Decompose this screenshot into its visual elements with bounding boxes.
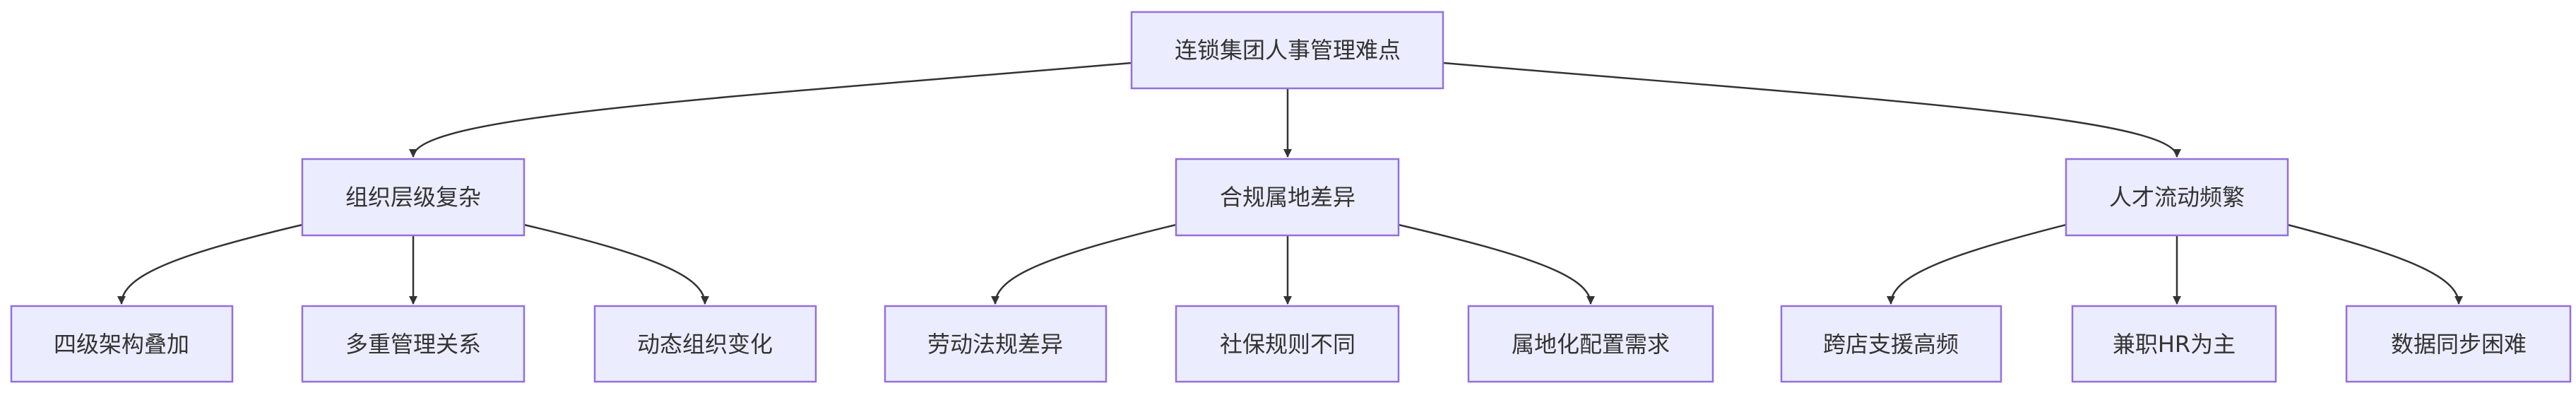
node-talent-leaf-1[interactable]: 跨店支援高频	[1780, 305, 2002, 383]
edge-root-to-org-complexity	[409, 61, 1132, 158]
node-talent-leaf-1-label: 跨店支援高频	[1823, 331, 1959, 358]
edge-root-to-talent-mobility	[1442, 61, 2181, 158]
node-talent-mobility[interactable]: 人才流动频繁	[2065, 158, 2289, 237]
node-org-leaf-3[interactable]: 动态组织变化	[593, 305, 817, 383]
edge-org-to-leaf-1	[117, 223, 303, 305]
node-compliance-leaf-3-label: 属地化配置需求	[1512, 331, 1670, 358]
node-talent-leaf-2[interactable]: 兼职HR为主	[2071, 305, 2277, 383]
node-root[interactable]: 连锁集团人事管理难点	[1130, 11, 1444, 90]
node-compliance[interactable]: 合规属地差异	[1175, 158, 1400, 237]
node-talent-mobility-label: 人才流动频繁	[2109, 184, 2245, 211]
node-compliance-leaf-1-label: 劳动法规差异	[927, 331, 1063, 358]
node-org-leaf-1[interactable]: 四级架构叠加	[10, 305, 234, 383]
node-talent-leaf-2-label: 兼职HR为主	[2113, 331, 2236, 358]
node-talent-leaf-3-label: 数据同步困难	[2391, 331, 2527, 358]
node-compliance-leaf-1[interactable]: 劳动法规差异	[884, 305, 1108, 383]
node-org-complexity-label: 组织层级复杂	[345, 184, 481, 211]
node-compliance-leaf-3[interactable]: 属地化配置需求	[1467, 305, 1714, 383]
node-compliance-leaf-2[interactable]: 社保规则不同	[1175, 305, 1400, 383]
node-org-leaf-2[interactable]: 多重管理关系	[301, 305, 526, 383]
edge-compliance-to-leaf-1	[991, 223, 1177, 305]
node-compliance-label: 合规属地差异	[1220, 184, 1355, 211]
edge-talent-to-leaf-3	[2287, 223, 2463, 305]
edge-org-to-leaf-3	[523, 223, 709, 305]
edge-talent-to-leaf-1	[1887, 223, 2067, 305]
edges-level-2	[117, 223, 2463, 305]
node-talent-leaf-3[interactable]: 数据同步困难	[2345, 305, 2572, 383]
node-org-complexity[interactable]: 组织层级复杂	[301, 158, 526, 237]
node-compliance-leaf-2-label: 社保规则不同	[1220, 331, 1355, 358]
edge-compliance-to-leaf-3	[1398, 223, 1595, 305]
node-org-leaf-1-label: 四级架构叠加	[54, 331, 189, 358]
edges-level-1	[409, 61, 2181, 158]
node-root-label: 连锁集团人事管理难点	[1175, 37, 1401, 64]
node-org-leaf-3-label: 动态组织变化	[637, 331, 773, 358]
node-org-leaf-2-label: 多重管理关系	[345, 331, 481, 358]
